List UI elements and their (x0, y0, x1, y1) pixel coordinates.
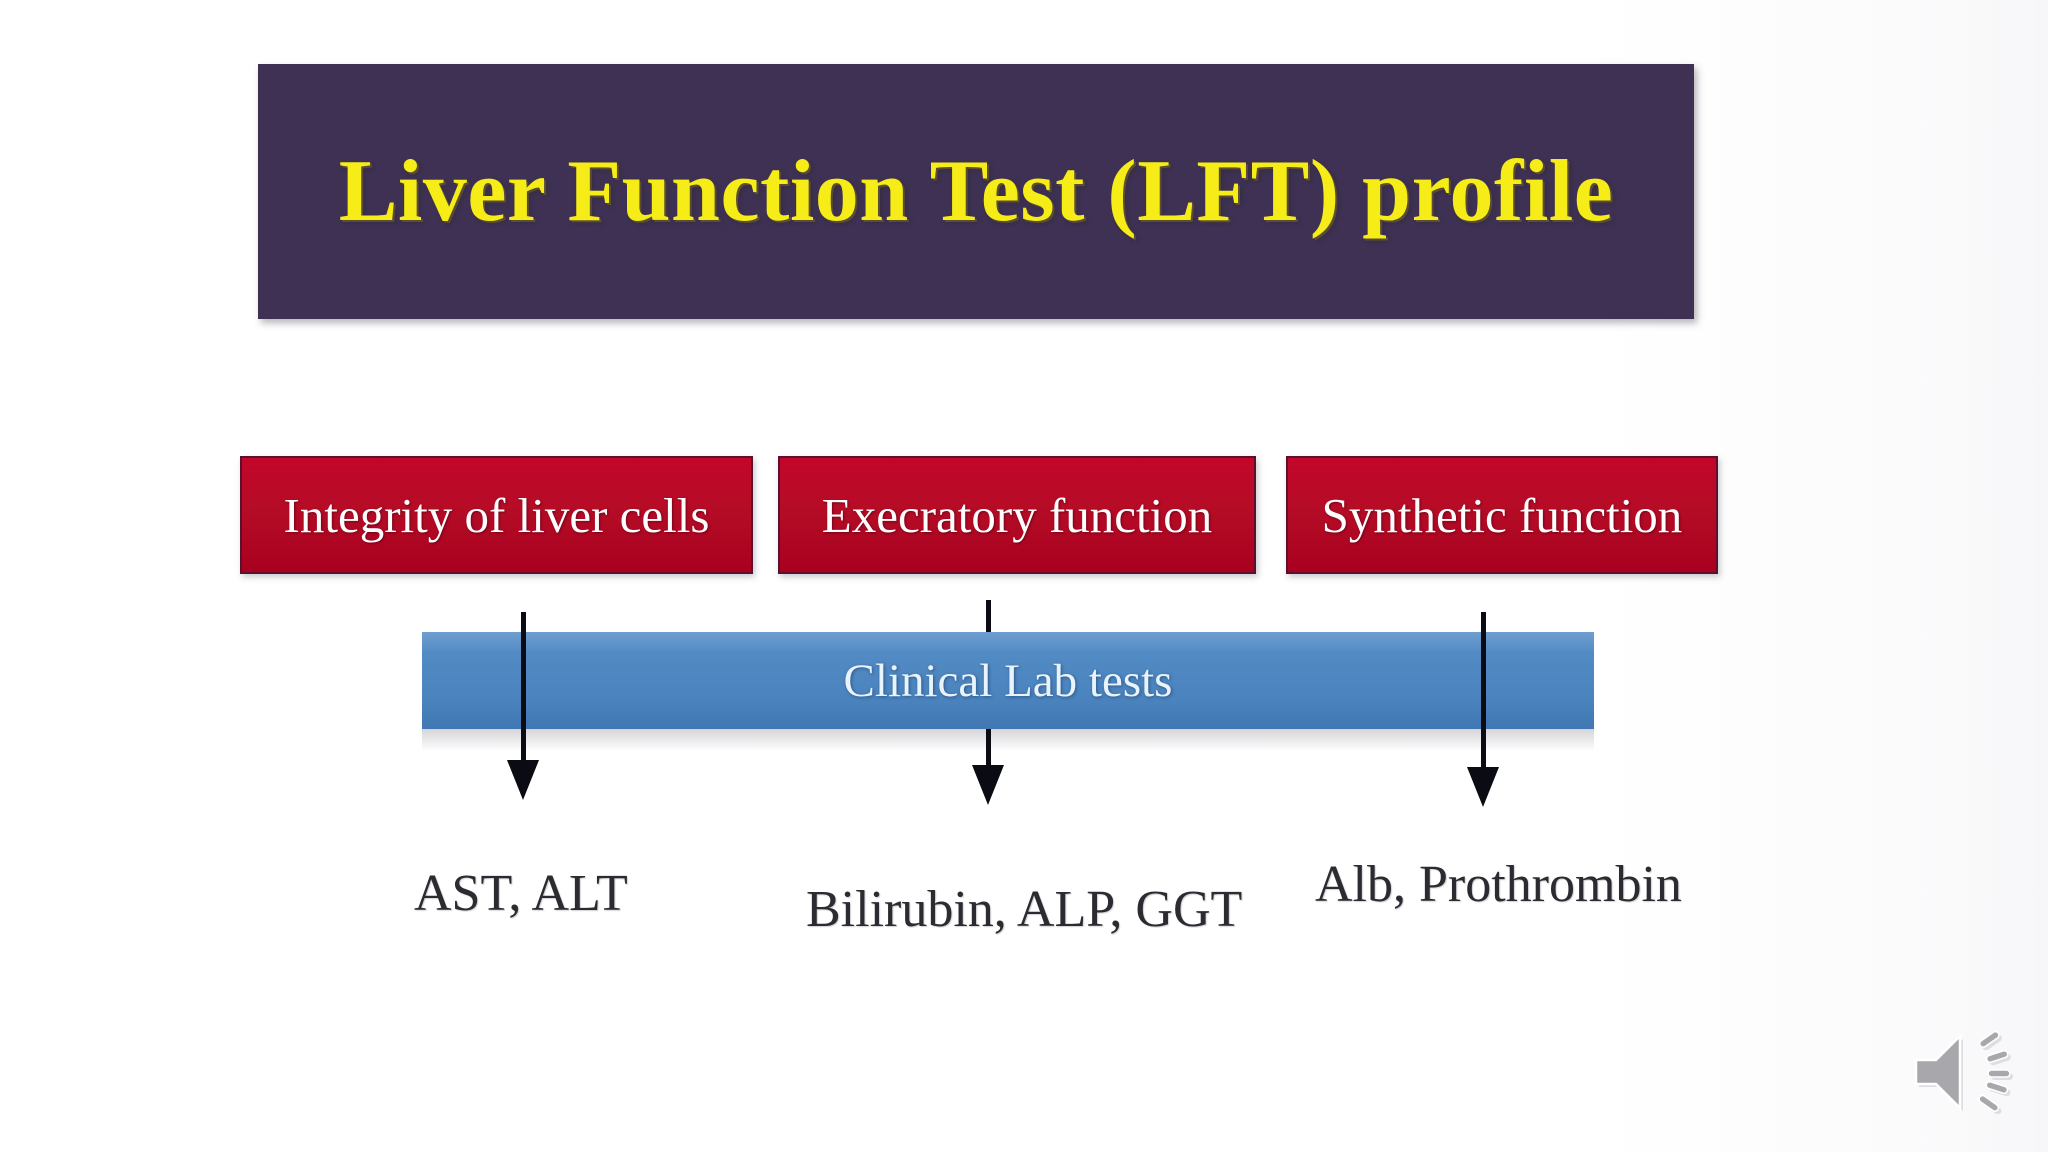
arrow-shaft (1481, 612, 1486, 774)
category-label: Synthetic function (1321, 487, 1683, 543)
category-box-integrity-of-liver-cells: Integrity of liver cells (240, 456, 753, 574)
title-banner: Liver Function Test (LFT) profile (258, 64, 1694, 319)
speaker-icon[interactable] (1908, 1020, 2028, 1130)
arrow-shaft (986, 600, 991, 640)
test-label-ast-alt: AST, ALT (414, 865, 628, 922)
page-title: Liver Function Test (LFT) profile (338, 142, 1614, 240)
arrow-shaft (986, 729, 991, 771)
category-box-execratory-function: Execratory function (778, 456, 1256, 574)
clinical-lab-tests-bar: Clinical Lab tests (422, 632, 1594, 729)
clinical-bar-shadow (422, 729, 1594, 751)
down-arrow-right (1464, 612, 1504, 807)
down-arrow-middle-upper-segment (969, 600, 1009, 640)
arrow-shaft (521, 612, 526, 767)
category-label: Integrity of liver cells (283, 487, 710, 543)
arrow-head-icon (972, 765, 1004, 805)
category-label: Execratory function (821, 487, 1213, 543)
category-box-synthetic-function: Synthetic function (1286, 456, 1718, 574)
arrow-head-icon (1467, 767, 1499, 807)
test-label-alb-prothrombin: Alb, Prothrombin (1315, 856, 1682, 913)
down-arrow-middle-lower-segment (969, 729, 1009, 805)
test-label-bilirubin-alp-ggt: Bilirubin, ALP, GGT (806, 881, 1243, 938)
down-arrow-left (504, 612, 544, 800)
clinical-bar-label: Clinical Lab tests (843, 654, 1173, 707)
arrow-head-icon (507, 760, 539, 800)
